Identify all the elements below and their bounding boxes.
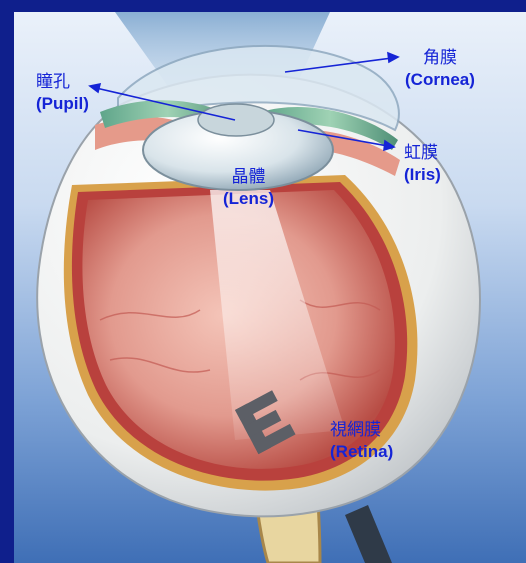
cornea-label-zh: 角膜 [405, 48, 475, 69]
retina-label-zh: 視網膜 [330, 420, 393, 441]
retina-label-en: (Retina) [330, 441, 393, 462]
iris-label-zh: 虹膜 [404, 143, 441, 164]
cornea-label-en: (Cornea) [405, 69, 475, 90]
cornea-label: 角膜 (Cornea) [405, 48, 475, 90]
iris-label-en: (Iris) [404, 164, 441, 185]
pupil-label-zh: 瞳孔 [36, 72, 89, 93]
lens-label: 晶體 (Lens) [223, 167, 274, 209]
retina-label: 視網膜 (Retina) [330, 420, 393, 462]
lens-label-zh: 晶體 [223, 167, 274, 188]
pupil-label: 瞳孔 (Pupil) [36, 72, 89, 114]
iris-label: 虹膜 (Iris) [404, 143, 441, 185]
pupil-label-en: (Pupil) [36, 93, 89, 114]
lens-label-en: (Lens) [223, 188, 274, 209]
